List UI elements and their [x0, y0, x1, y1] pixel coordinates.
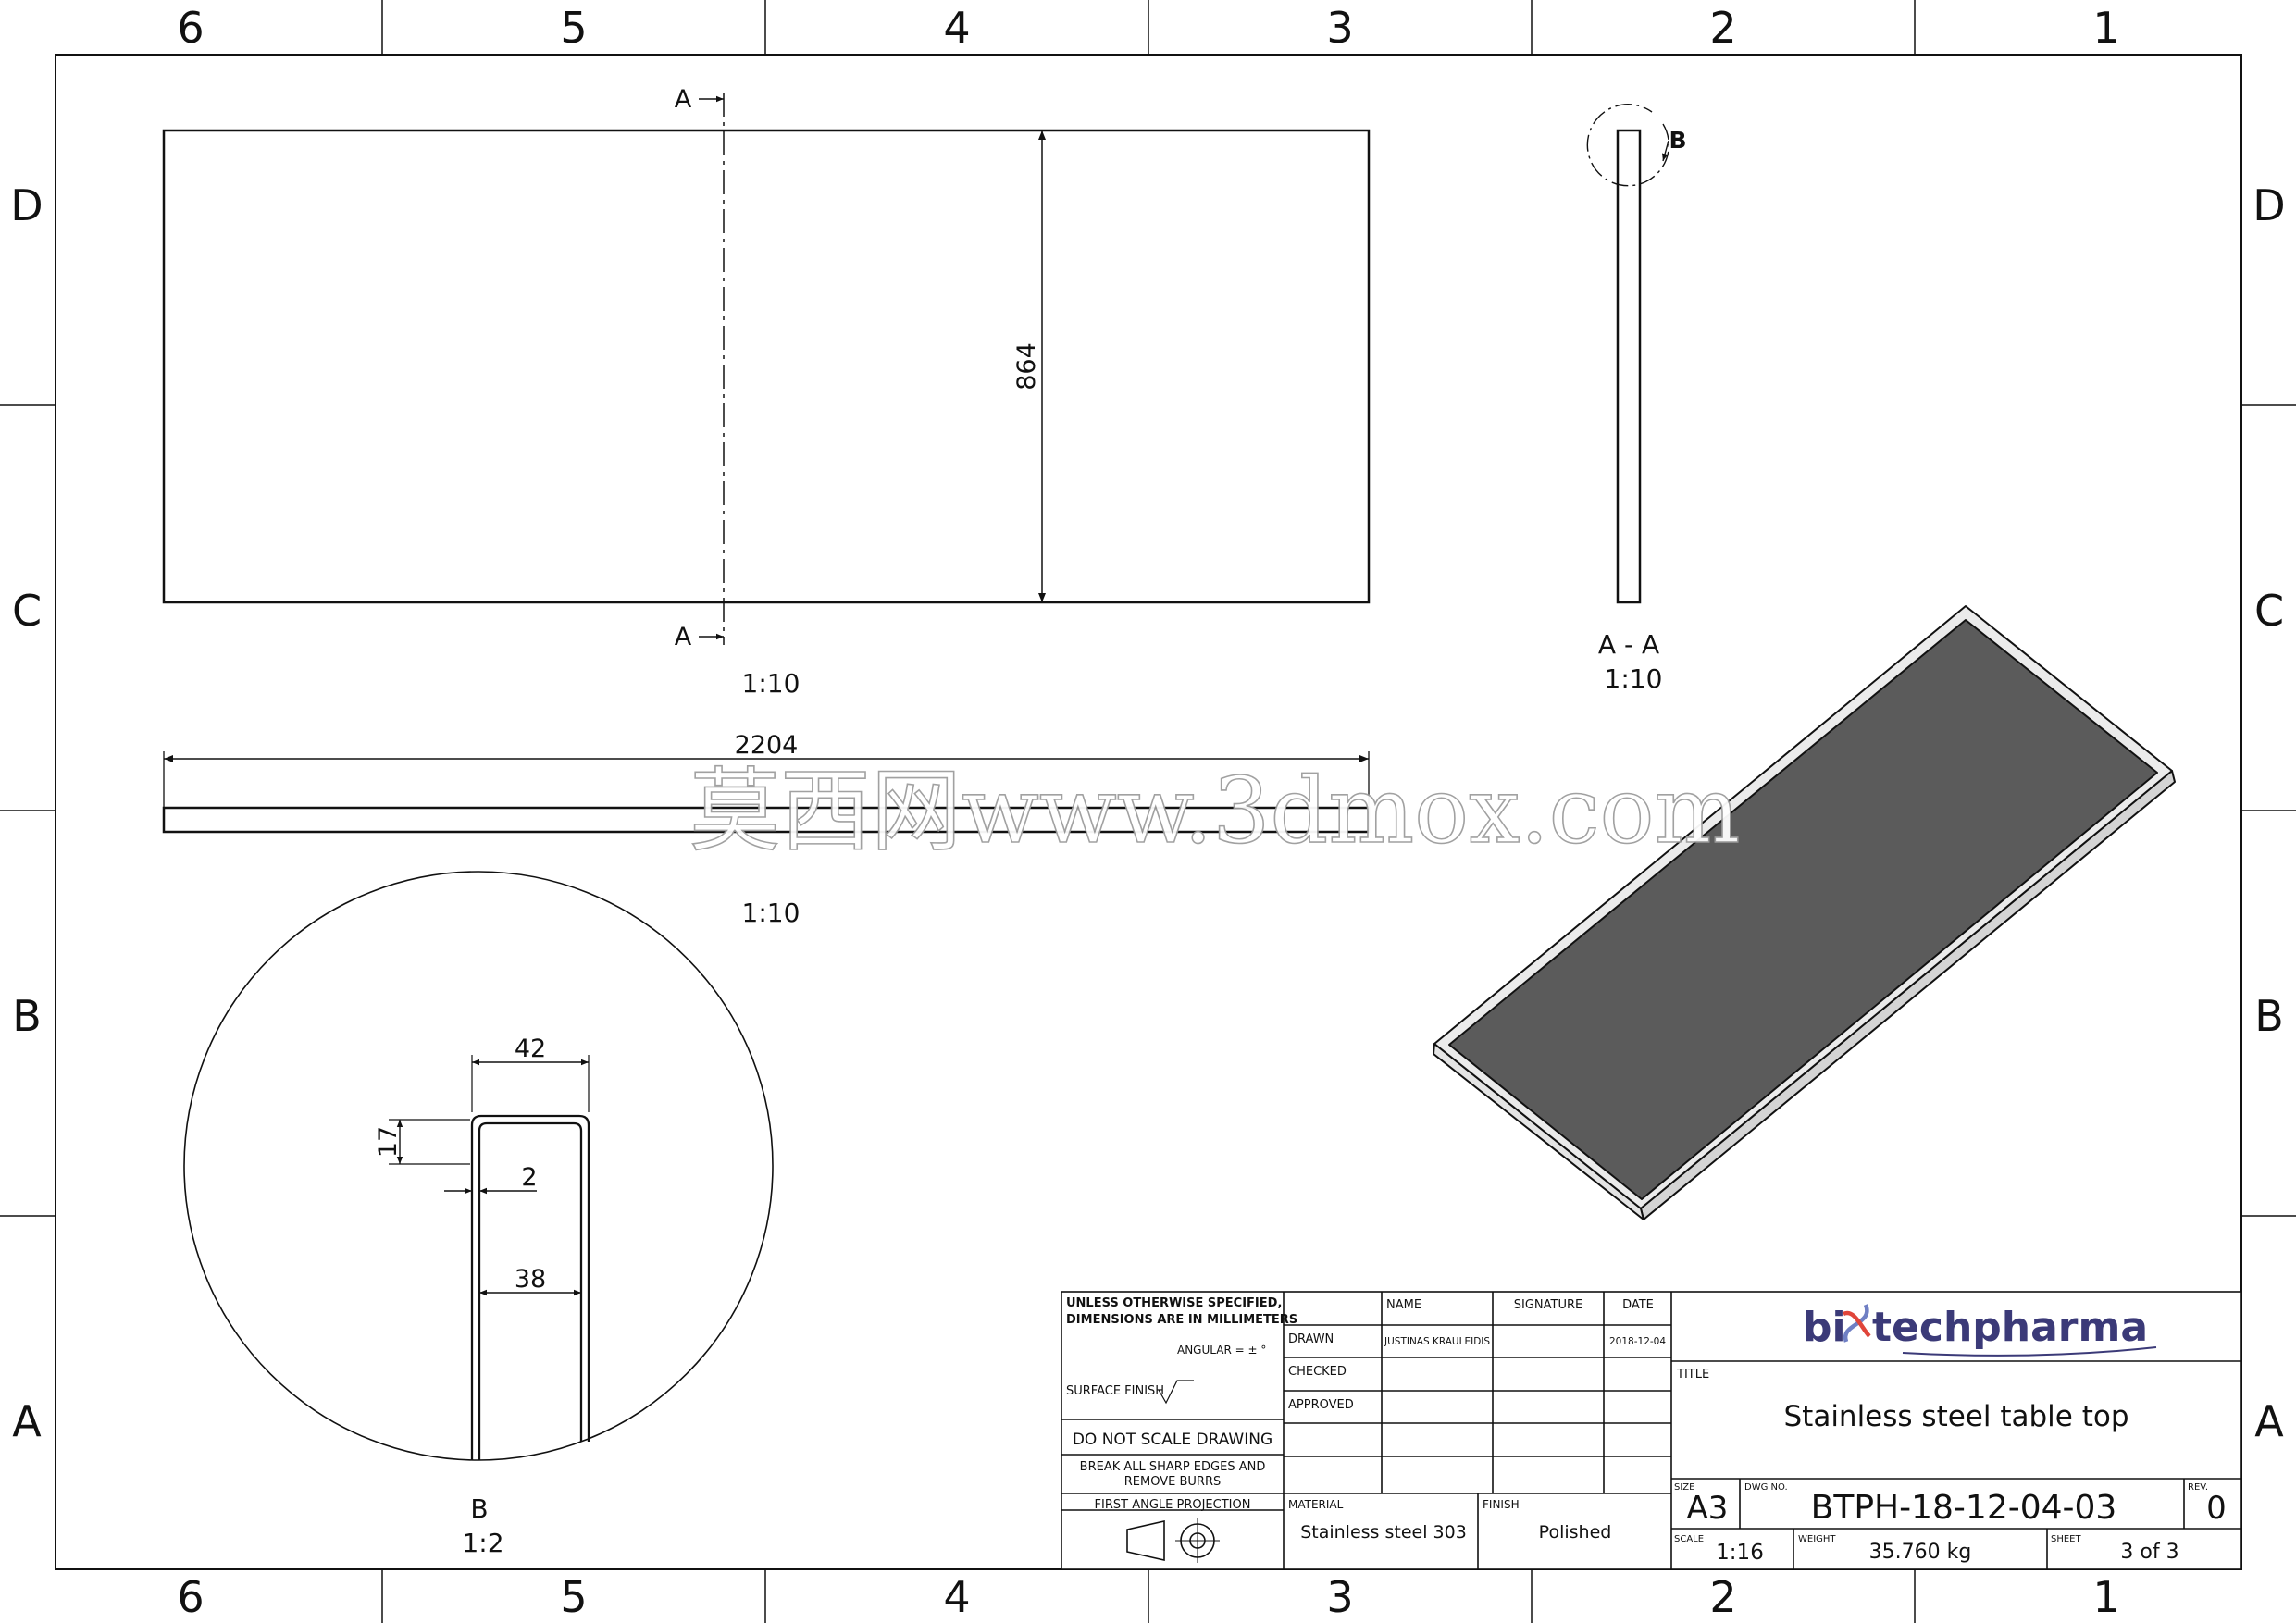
row-checked: CHECKED [1288, 1365, 1347, 1379]
zone-col-2-top: 2 [1709, 3, 1736, 53]
dimension-38: 38 [515, 1265, 546, 1294]
dimension-17: 17 [374, 1126, 403, 1158]
note-break-edges-1: BREAK ALL SHARP EDGES AND [1080, 1460, 1266, 1474]
top-view-scale: 1:10 [742, 668, 800, 699]
sheet-label: SHEET [2051, 1534, 2082, 1544]
detail-scale: 1:2 [462, 1528, 503, 1558]
drawn-by: JUSTINAS KRAULEIDIS [1384, 1336, 1490, 1347]
title-block: UNLESS OTHERWISE SPECIFIED, DIMENSIONS A… [1061, 1291, 2242, 1570]
scale-value: 1:16 [1716, 1541, 1764, 1565]
zone-row-b-left: B [12, 991, 42, 1041]
zone-col-6-top: 6 [177, 3, 204, 53]
zone-row-a-left: A [12, 1396, 42, 1446]
dimension-42: 42 [515, 1035, 546, 1063]
iso-top-surface [1448, 619, 2158, 1200]
material-label: MATERIAL [1288, 1498, 1344, 1511]
dimension-2: 2 [521, 1163, 537, 1192]
weight-label: WEIGHT [1798, 1534, 1836, 1544]
zone-col-1-bottom: 1 [2092, 1572, 2119, 1622]
surface-finish-icon [1158, 1380, 1194, 1405]
logo-text-techpharma: techpharma [1872, 1304, 2148, 1351]
dimension-2204: 2204 [735, 731, 799, 760]
dimension-864: 864 [1012, 342, 1041, 390]
zone-col-4-bottom: 4 [943, 1572, 970, 1622]
zone-col-4-top: 4 [943, 3, 970, 53]
note-unless: UNLESS OTHERWISE SPECIFIED, [1066, 1296, 1282, 1310]
first-angle-projection-icon [1126, 1518, 1220, 1563]
top-view-outline [162, 129, 1371, 604]
company-logo: bi techpharma [1803, 1304, 2157, 1357]
zone-row-d-left: D [10, 180, 43, 230]
zone-col-3-bottom: 3 [1326, 1572, 1353, 1622]
dwg-no-value: BTPH-18-12-04-03 [1811, 1489, 2117, 1527]
size-value: A3 [1687, 1490, 1729, 1527]
header-date: DATE [1622, 1298, 1654, 1312]
helix-icon [1843, 1304, 1869, 1343]
detail-view-b: 42 17 2 38 B 1:2 [183, 871, 774, 1558]
sheet-value: 3 of 3 [2120, 1541, 2178, 1564]
section-scale: 1:10 [1605, 663, 1663, 694]
drawing-title: Stainless steel table top [1783, 1400, 2128, 1433]
note-surface-finish: SURFACE FINISH [1066, 1384, 1164, 1398]
detail-b-arrow [1662, 140, 1669, 162]
section-label: A - A [1598, 629, 1659, 660]
dwg-no-label: DWG NO. [1744, 1482, 1788, 1493]
zone-row-b-right: B [2254, 991, 2284, 1041]
note-dimensions: DIMENSIONS ARE IN MILLIMETERS [1066, 1313, 1297, 1327]
logo-underline [1902, 1346, 2157, 1357]
front-view-scale: 1:10 [742, 898, 800, 928]
title-label: TITLE [1676, 1368, 1709, 1381]
front-view: 2204 1:10 [162, 731, 1371, 928]
header-name: NAME [1386, 1298, 1421, 1312]
drawn-date: 2018-12-04 [1609, 1336, 1666, 1347]
detail-profile [470, 1114, 590, 1460]
helix-strand-icon [1842, 1310, 1871, 1338]
size-label: SIZE [1674, 1482, 1694, 1493]
zone-col-5-top: 5 [560, 3, 587, 53]
border-zone-labels: 6 5 4 3 2 1 6 5 4 3 2 1 D C B A D C B A [10, 3, 2285, 1622]
note-do-not-scale: DO NOT SCALE DRAWING [1073, 1431, 1272, 1449]
zone-col-3-top: 3 [1326, 3, 1353, 53]
zone-row-a-right: A [2254, 1396, 2284, 1446]
zone-col-5-bottom: 5 [560, 1572, 587, 1622]
detail-label: B [470, 1493, 488, 1524]
material-value: Stainless steel 303 [1300, 1522, 1467, 1542]
row-drawn: DRAWN [1288, 1332, 1334, 1346]
section-view-a-a: B A - A 1:10 [1586, 104, 1687, 694]
note-projection: FIRST ANGLE PROJECTION [1095, 1498, 1251, 1512]
logo-text-bi: bi [1803, 1304, 1846, 1351]
zone-row-d-right: D [2253, 180, 2285, 230]
detail-b-circle [1586, 104, 1669, 187]
weight-value: 35.760 kg [1869, 1541, 1972, 1564]
front-view-outline [162, 806, 1371, 834]
zone-col-1-top: 1 [2092, 3, 2119, 53]
note-angular: ANGULAR = ± ° [1177, 1344, 1266, 1357]
row-approved: APPROVED [1288, 1398, 1354, 1412]
section-profile [1616, 129, 1642, 604]
finish-label: FINISH [1483, 1498, 1520, 1511]
watermark: 莫西网www.3dmox.com [689, 759, 1740, 864]
zone-row-c-left: C [12, 586, 42, 636]
scale-label: SCALE [1674, 1534, 1704, 1544]
rev-value: 0 [2206, 1490, 2227, 1527]
section-marker-bottom: A [675, 623, 692, 651]
isometric-view [1433, 605, 2176, 1220]
section-marker-top: A [675, 85, 692, 114]
detail-b-marker: B [1669, 127, 1686, 154]
finish-value: Polished [1539, 1522, 1612, 1542]
header-signature: SIGNATURE [1514, 1298, 1582, 1312]
zone-row-c-right: C [2254, 586, 2284, 636]
zone-col-6-bottom: 6 [177, 1572, 204, 1622]
rev-label: REV. [2188, 1482, 2208, 1493]
zone-col-2-bottom: 2 [1709, 1572, 1736, 1622]
note-break-edges-2: REMOVE BURRS [1124, 1475, 1221, 1489]
top-view: A A 864 1:10 [162, 85, 1371, 699]
